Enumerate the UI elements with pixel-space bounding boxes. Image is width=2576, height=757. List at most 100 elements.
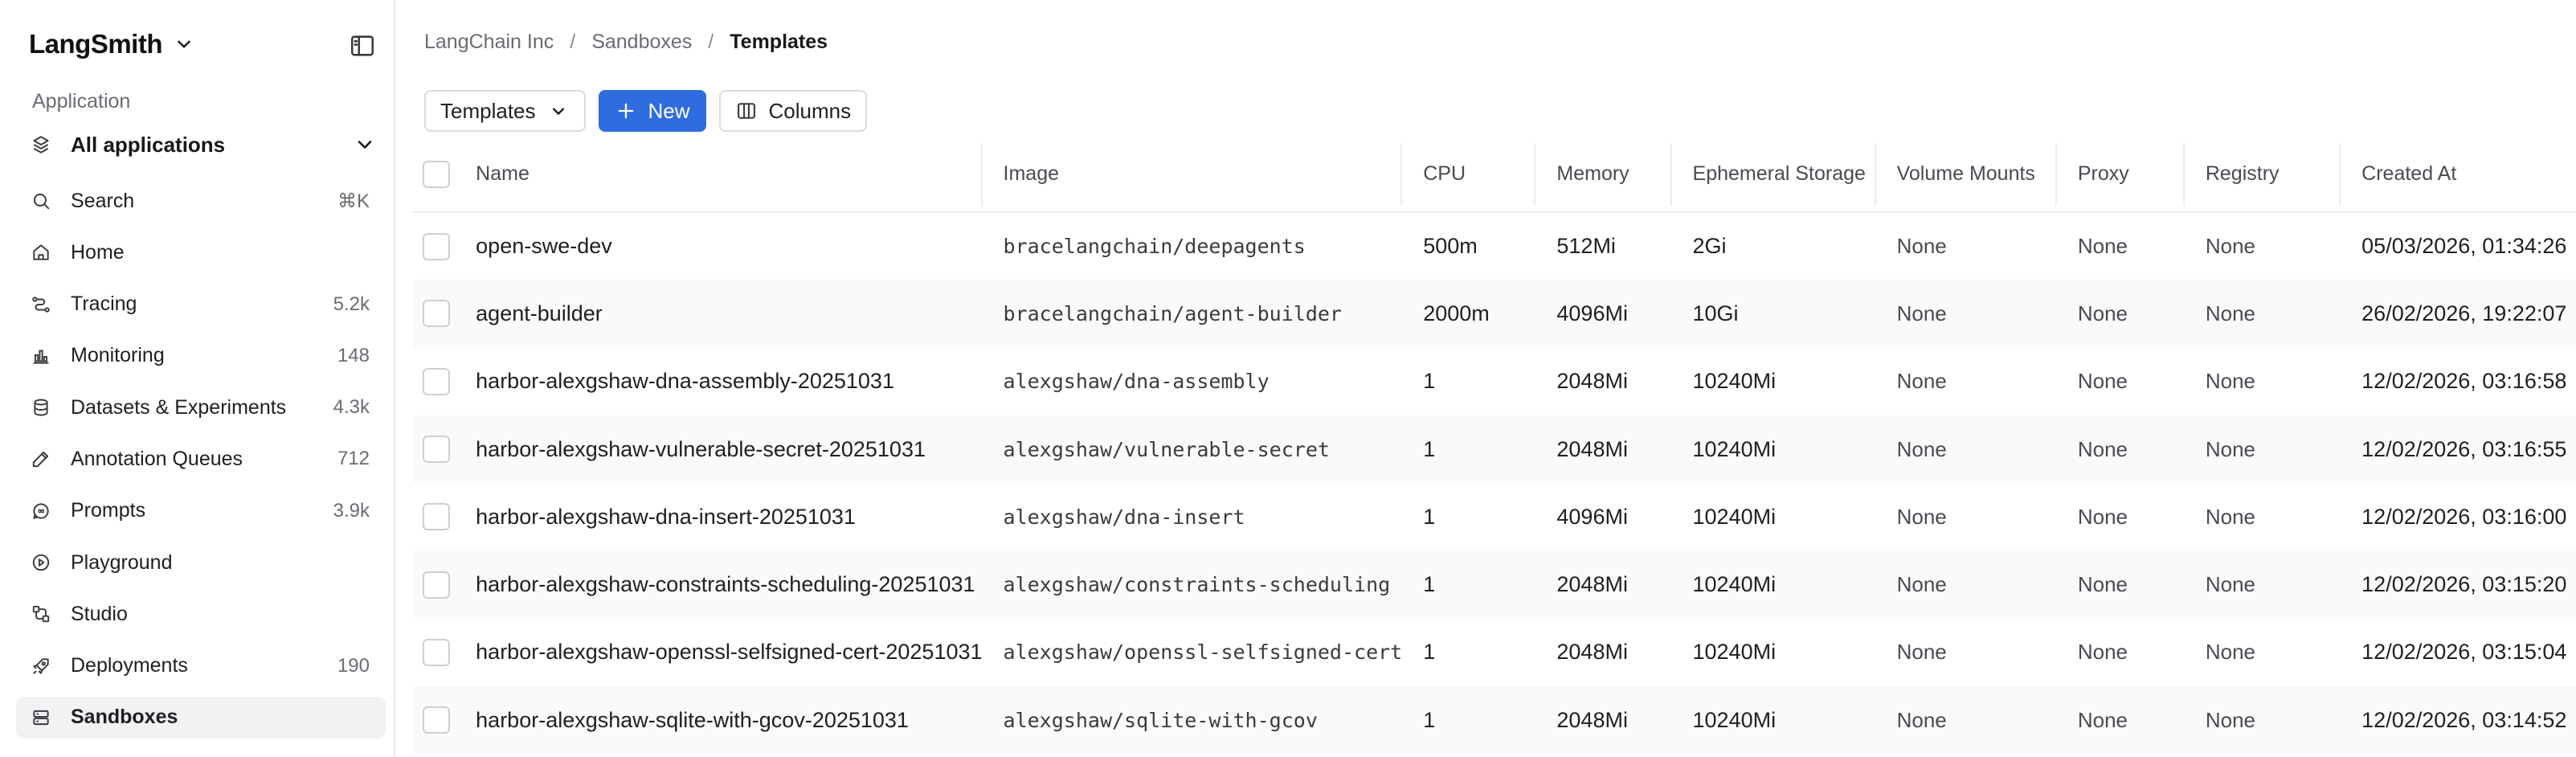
- sidebar-item-count: 4.3k: [333, 396, 370, 419]
- row-checkbox[interactable]: [423, 706, 450, 734]
- sidebar-item-home[interactable]: Home: [16, 231, 386, 273]
- cell-proxy: None: [2056, 618, 2185, 687]
- column-header-memory[interactable]: Memory: [1535, 137, 1672, 213]
- cell-image: bracelangchain/deepagents: [982, 212, 1403, 280]
- sidebar-item-monitoring[interactable]: Monitoring 148: [16, 335, 386, 377]
- row-checkbox[interactable]: [423, 638, 450, 666]
- column-header-storage[interactable]: Ephemeral Storage: [1671, 137, 1876, 213]
- cell-cpu: 2000m: [1402, 280, 1536, 348]
- new-template-button[interactable]: New: [598, 90, 706, 132]
- view-select-label: Templates: [440, 98, 536, 123]
- sidebar-item-sandboxes[interactable]: Sandboxes: [16, 696, 386, 739]
- cell-created: 26/02/2026, 19:22:07: [2341, 280, 2576, 348]
- cell-registry: None: [2184, 415, 2341, 484]
- table-row[interactable]: harbor-alexgshaw-constraints-scheduling-…: [413, 550, 2576, 619]
- select-all-checkbox[interactable]: [423, 160, 450, 188]
- application-selector[interactable]: All applications: [31, 129, 376, 161]
- view-select[interactable]: Templates: [424, 90, 586, 132]
- cell-volumes: None: [1875, 686, 2057, 755]
- cell-memory: 2048Mi: [1535, 618, 1672, 687]
- play-icon: [32, 554, 50, 571]
- cell-memory: 2048Mi: [1535, 686, 1672, 755]
- sidebar-item-count: 712: [337, 448, 370, 470]
- cell-image: alexgshaw/sqlite-with-gcov: [982, 686, 1403, 755]
- table-row[interactable]: harbor-alexgshaw-openssl-selfsigned-cert…: [413, 618, 2576, 687]
- cell-memory: 4096Mi: [1535, 280, 1672, 348]
- column-header-volumes[interactable]: Volume Mounts: [1875, 137, 2057, 213]
- cell-registry: None: [2184, 280, 2341, 348]
- columns-button[interactable]: Columns: [718, 90, 868, 132]
- column-header-name[interactable]: Name: [455, 137, 983, 213]
- cell-memory: 2048Mi: [1535, 415, 1672, 484]
- sidebar-item-label: Search: [71, 189, 135, 212]
- cell-proxy: None: [2056, 415, 2185, 484]
- row-checkbox[interactable]: [423, 232, 450, 260]
- sidebar: LangSmith Application All applications S…: [0, 0, 395, 757]
- sidebar-item-label: Home: [71, 240, 125, 264]
- sidebar-item-datasets[interactable]: Datasets & Experiments 4.3k: [16, 387, 386, 428]
- sidebar-item-label: Tracing: [71, 293, 137, 316]
- cell-name: harbor-alexgshaw-vulnerable-secret-20251…: [455, 415, 983, 484]
- table-row[interactable]: harbor-alexgshaw-sqlite-with-gcov-202510…: [413, 686, 2576, 755]
- breadcrumb-section[interactable]: Sandboxes: [591, 31, 693, 53]
- new-button-label: New: [648, 98, 690, 123]
- table-row[interactable]: harbor-alexgshaw-vulnerable-secret-20251…: [413, 415, 2576, 484]
- cell-created: 12/02/2026, 03:15:04: [2341, 618, 2576, 687]
- tracing-icon: [32, 296, 50, 313]
- sidebar-item-tracing[interactable]: Tracing 5.2k: [16, 284, 386, 325]
- cell-created: 12/02/2026, 03:16:58: [2341, 347, 2576, 415]
- cell-image: alexgshaw/dna-insert: [982, 483, 1403, 551]
- section-label: Application: [32, 90, 131, 113]
- sidebar-item-playground[interactable]: Playground: [16, 542, 386, 583]
- column-header-created[interactable]: Created At: [2341, 137, 2576, 213]
- row-checkbox[interactable]: [423, 571, 450, 599]
- sidebar-toggle-icon[interactable]: [349, 32, 376, 59]
- workspace-switcher[interactable]: LangSmith: [29, 29, 194, 59]
- breadcrumb-org[interactable]: LangChain Inc: [424, 31, 554, 53]
- sidebar-nav: Search ⌘K Home Tracing 5.2k Monitoring 1…: [16, 180, 386, 748]
- cell-volumes: None: [1875, 618, 2057, 687]
- row-checkbox[interactable]: [423, 436, 450, 464]
- cell-image: alexgshaw/vulnerable-secret: [982, 415, 1403, 484]
- cell-volumes: None: [1875, 415, 2057, 484]
- cell-created: 12/02/2026, 03:15:20: [2341, 550, 2576, 619]
- cell-image: bracelangchain/agent-builder: [982, 280, 1403, 348]
- chevron-down-icon: [552, 108, 564, 115]
- sidebar-item-count: 148: [337, 344, 370, 366]
- column-header-image[interactable]: Image: [982, 137, 1403, 213]
- select-all-cell: [413, 137, 456, 213]
- cell-cpu: 1: [1402, 347, 1536, 415]
- cell-image: alexgshaw/openssl-selfsigned-cert: [982, 618, 1403, 687]
- column-header-cpu[interactable]: CPU: [1402, 137, 1536, 213]
- sidebar-item-studio[interactable]: Studio: [16, 593, 386, 635]
- rocket-icon: [33, 658, 49, 674]
- cell-created: 12/02/2026, 03:16:55: [2341, 415, 2576, 484]
- cell-proxy: None: [2056, 686, 2185, 755]
- row-checkbox[interactable]: [423, 367, 450, 395]
- column-header-proxy[interactable]: Proxy: [2056, 137, 2185, 213]
- cell-volumes: None: [1875, 483, 2057, 551]
- cell-cpu: 500m: [1402, 212, 1536, 280]
- breadcrumb-separator: /: [570, 31, 576, 53]
- cell-cpu: 1: [1402, 483, 1536, 551]
- row-checkbox[interactable]: [423, 503, 450, 531]
- cell-registry: None: [2184, 212, 2341, 280]
- row-checkbox[interactable]: [423, 300, 450, 328]
- home-icon: [33, 244, 49, 260]
- pen-icon: [32, 452, 49, 468]
- cell-cpu: 1: [1402, 550, 1536, 619]
- cell-registry: None: [2184, 550, 2341, 619]
- column-header-registry[interactable]: Registry: [2184, 137, 2341, 213]
- sidebar-item-count: 5.2k: [333, 293, 370, 315]
- row-select-cell: [413, 618, 456, 687]
- sidebar-item-search[interactable]: Search ⌘K: [16, 180, 386, 222]
- sidebar-item-deployments[interactable]: Deployments 190: [16, 645, 386, 687]
- cell-memory: 512Mi: [1535, 212, 1672, 280]
- sidebar-item-annotation-queues[interactable]: Annotation Queues 712: [16, 438, 386, 480]
- main-content: LangChain Inc / Sandboxes / Templates Te…: [397, 0, 2576, 757]
- sidebar-item-prompts[interactable]: Prompts 3.9k: [16, 490, 386, 532]
